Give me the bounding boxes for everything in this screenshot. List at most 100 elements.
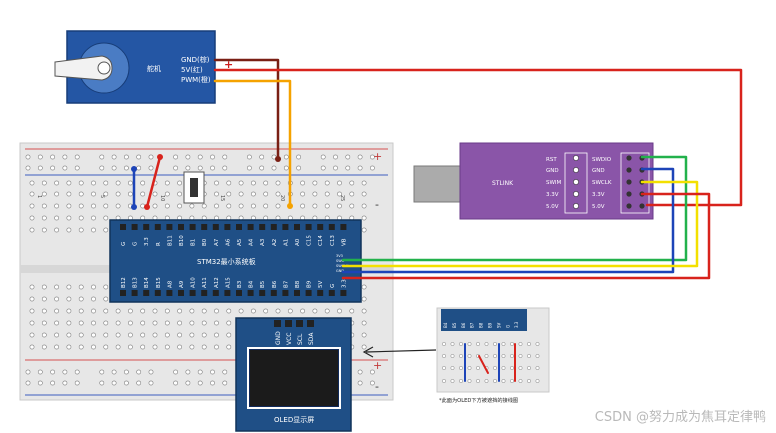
breadboard-hole: [238, 180, 244, 186]
breadboard-hole: [66, 227, 72, 233]
breadboard-hole: [29, 191, 35, 197]
breadboard-hole: [62, 154, 68, 160]
wire-stlink-swdio: [341, 155, 688, 262]
breadboard-hole: [312, 191, 318, 197]
bb-col-number-1: 1: [36, 195, 42, 198]
breadboard-hole: [189, 308, 195, 314]
breadboard-hole: [66, 296, 72, 302]
breadboard-hole: [259, 154, 265, 160]
inset-hole: [493, 379, 497, 383]
stlink-usb-plug: [413, 165, 463, 203]
breadboard-hole: [283, 154, 289, 160]
breadboard-hole: [78, 308, 84, 314]
breadboard-hole: [78, 284, 84, 290]
breadboard-hole: [37, 165, 43, 171]
breadboard-hole: [78, 180, 84, 186]
breadboard-hole: [349, 308, 355, 314]
breadboard-hole: [324, 308, 330, 314]
inset-hole: [493, 354, 497, 358]
stm32-top-pin: [282, 224, 289, 230]
breadboard-hole: [357, 154, 363, 160]
breadboard-hole: [361, 332, 367, 338]
servo-pin-5v: 5V(红): [181, 65, 203, 74]
oled-pin-gnd: GND: [275, 331, 282, 345]
stm32-top-pin-label: B0: [202, 238, 208, 246]
breadboard-hole: [41, 180, 47, 186]
breadboard-hole: [148, 380, 154, 386]
breadboard-hole: [361, 203, 367, 209]
breadboard-hole: [320, 165, 326, 171]
oled-pin-sda: SDA: [308, 332, 315, 345]
breadboard-hole: [66, 344, 72, 350]
breadboard-hole: [54, 332, 59, 338]
breadboard-hole: [361, 180, 367, 186]
breadboard-hole: [91, 344, 96, 350]
breadboard-hole: [99, 154, 105, 160]
breadboard-hole: [91, 191, 96, 197]
stm32-bottom-pin: [328, 290, 335, 296]
breadboard-hole: [263, 308, 269, 314]
breadboard-hole: [50, 369, 55, 375]
inset-hole: [484, 342, 489, 346]
inset-hole: [450, 366, 455, 370]
breadboard-hole: [275, 203, 281, 209]
inset-holes: [442, 342, 540, 383]
breadboard-hole: [222, 165, 228, 171]
breadboard-hole: [25, 165, 31, 171]
stm32-bottom-pin: [259, 290, 266, 296]
breadboard-hole: [140, 308, 146, 314]
breadboard-hole: [164, 203, 170, 209]
inset-hole: [459, 354, 463, 358]
breadboard-hole: [136, 369, 142, 375]
breadboard-hole: [115, 308, 121, 314]
breadboard-hole: [41, 308, 47, 314]
inset-hole: [450, 342, 455, 346]
inset-hole: [467, 379, 472, 383]
oled-pin: [274, 320, 281, 327]
stm32-bottom-pin-label: B12: [121, 277, 127, 288]
breadboard-hole: [164, 308, 170, 314]
breadboard-hole: [115, 191, 121, 197]
breadboard-hole: [91, 215, 96, 221]
stm32-top-pin-label: C14: [318, 235, 324, 246]
breadboard-hole: [25, 380, 31, 386]
breadboard-hole: [320, 154, 326, 160]
breadboard-hole: [74, 369, 80, 375]
breadboard-hole: [337, 308, 342, 314]
breadboard-hole: [173, 154, 178, 160]
breadboard-hole: [296, 165, 301, 171]
oled-pin-scl: SCL: [297, 333, 304, 345]
breadboard-hole: [78, 203, 84, 209]
breadboard-hole: [275, 308, 281, 314]
stm32-top-pin-label: A1: [283, 239, 289, 246]
breadboard-hole: [152, 308, 158, 314]
stm32-bottom-pin: [224, 290, 231, 296]
breadboard-hole: [111, 154, 117, 160]
breadboard-hole: [263, 191, 269, 197]
breadboard-hole: [226, 344, 232, 350]
breadboard-hole: [214, 308, 219, 314]
inset-hole: [484, 354, 489, 358]
breadboard-hole: [115, 180, 121, 186]
stm32-top-pin: [120, 224, 126, 230]
breadboard-hole: [29, 227, 35, 233]
breadboard-hole: [37, 380, 43, 386]
breadboard-hole: [152, 344, 158, 350]
breadboard-hole: [37, 154, 43, 160]
stm32-bottom-pin: [189, 290, 196, 296]
bb-col-number-20: 20: [279, 195, 285, 201]
breadboard-hole: [226, 332, 232, 338]
inset-hole: [535, 379, 540, 383]
breadboard-hole: [222, 380, 228, 386]
breadboard-hole: [164, 320, 170, 326]
stm32-bottom-pin: [201, 290, 208, 296]
breadboard-hole: [201, 344, 207, 350]
breadboard-hole: [74, 380, 80, 386]
servo-pin-pwm: PWM(橙): [181, 75, 211, 84]
breadboard-hole: [91, 180, 96, 186]
stlink-left-pin-gnd: GND: [546, 168, 559, 174]
breadboard-hole: [103, 296, 109, 302]
breadboard-hole: [148, 154, 154, 160]
breadboard-hole: [177, 344, 182, 350]
